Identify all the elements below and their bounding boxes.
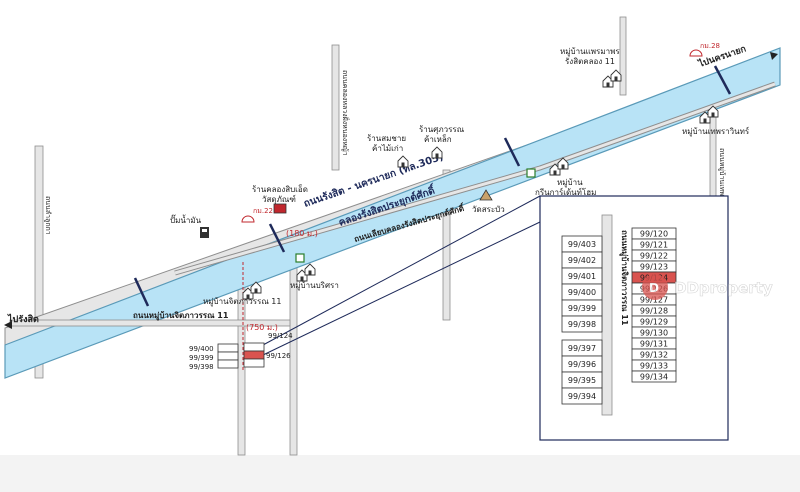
inset-plot-left-5-box	[561, 315, 603, 333]
inset-plot-left-5-label: 99/398	[568, 320, 596, 329]
svg-text:กรีนการ์เด้นท์โฮม: กรีนการ์เด้นท์โฮม	[535, 187, 596, 197]
svg-text:หมู่บ้านจิตภาวรรณ 11: หมู่บ้านจิตภาวรรณ 11	[203, 297, 281, 307]
place-wood-shop: ร้านสมชาย ค้าไม้เก่า	[367, 134, 409, 168]
inset-plot-left-7-label: 99/396	[568, 360, 596, 369]
distance-180: (180 ม.)	[286, 229, 318, 238]
inset-plot-right-13-box	[631, 370, 677, 383]
inset-plot-right-2-label: 99/122	[640, 252, 668, 261]
place-steel-shop: ร้านศุภวรรณ ค้าเหล็ก	[419, 125, 465, 159]
inset-plot-right-8-label: 99/129	[640, 318, 668, 327]
place-hardware-shop: ร้านคลองสิบเอ็ด วัสดุภัณฑ์	[252, 184, 308, 214]
place-village-borisra: หมู่บ้านบริศรา	[290, 253, 339, 291]
left-road-label: ถนนลำลูกกา	[44, 196, 52, 235]
svg-text:D: D	[649, 281, 659, 295]
place-gas-station: ปั๊มน้ำมัน	[170, 214, 209, 238]
svg-text:99/126: 99/126	[266, 352, 291, 360]
watermark: D DDproperty	[642, 274, 773, 300]
svg-text:99/400: 99/400	[189, 345, 214, 353]
village-road-label: ถนนหมู่บ้านจิตภาวรรณ 11	[133, 310, 229, 321]
km-28: กม.28	[700, 42, 720, 50]
bottom-margin	[0, 455, 800, 492]
svg-text:รังสิตคลอง 11: รังสิตคลอง 11	[565, 57, 615, 66]
inset-plot-right-11-label: 99/132	[640, 351, 668, 360]
small-plot-diagram: 99/400 99/399 99/398 99/124 99/126	[189, 332, 293, 371]
km-22: กม.22	[253, 207, 273, 215]
temple-icon	[479, 189, 493, 201]
place-village-thep: หมู่บ้านเทพราวินทร์	[682, 106, 750, 137]
inset-plot-right-9-label: 99/130	[640, 329, 668, 338]
inset-plot-left-9-box	[561, 387, 603, 405]
house-icon	[431, 146, 443, 159]
inset-plot-left-4-label: 99/399	[568, 304, 596, 313]
inset-road-label: ถนนหมู่บ้านจิตภาวรรณ 11	[619, 230, 630, 326]
inset-plot-right-10-label: 99/131	[640, 340, 668, 349]
inset-plot-left-6-label: 99/397	[568, 344, 596, 353]
inset-plot-left-3-label: 99/400	[568, 288, 596, 297]
svg-text:ร้านคลองสิบเอ็ด: ร้านคลองสิบเอ็ด	[252, 184, 308, 194]
inset-plot-right-13-label: 99/134	[640, 373, 668, 382]
gas-pump-icon	[200, 227, 209, 238]
inset-plot-left-1-label: 99/402	[568, 256, 596, 265]
svg-text:หมู่บ้านบริศรา: หมู่บ้านบริศรา	[290, 281, 339, 291]
inset-left-column: 99/403 99/402 99/401 99/400 99/399 99/398 99/3…	[561, 235, 603, 405]
svg-text:ค้าเหล็ก: ค้าเหล็ก	[424, 134, 452, 144]
place-village-jit: หมู่บ้านจิตภาวรรณ 11	[203, 282, 281, 307]
right-road-label: ถนนหมู่บ้านเทพราวินทร์	[718, 148, 726, 221]
km-markers: กม.22 กม.28	[241, 42, 720, 223]
svg-text:วัสดุภัณฑ์: วัสดุภัณฑ์	[262, 194, 296, 204]
shop-icon	[273, 203, 287, 214]
inset-plot-right-6-label: 99/127	[640, 296, 668, 305]
svg-text:วัดสระบัว: วัดสระบัว	[472, 205, 505, 214]
distance-750: (750 ม.)	[246, 323, 278, 332]
inset-plot-right-0-label: 99/120	[640, 230, 668, 239]
svg-text:ค้าไม้เก่า: ค้าไม้เก่า	[372, 144, 403, 153]
inset-right-column: 99/12099/12199/12299/12399/12499/12699/1…	[631, 227, 677, 383]
watermark-text: DDproperty	[674, 279, 773, 297]
inset-plot-left-9-label: 99/394	[568, 392, 596, 401]
svg-text:99/399: 99/399	[189, 354, 214, 362]
to-rangsit-label: ไปรังสิต	[7, 313, 39, 325]
village-icon	[603, 70, 621, 87]
ddproperty-logo-icon	[642, 274, 668, 300]
svg-text:หมู่บ้าน: หมู่บ้าน	[557, 178, 583, 188]
seven-eleven-icon	[295, 253, 305, 263]
svg-text:ร้านศุภวรรณ: ร้านศุภวรรณ	[419, 125, 465, 134]
seven-eleven-icon	[526, 168, 536, 178]
bridges	[133, 65, 732, 307]
place-temple: วัดสระบัว	[472, 189, 505, 214]
inset-plot-right-3-label: 99/123	[640, 263, 668, 272]
svg-text:ปั๊มน้ำมัน: ปั๊มน้ำมัน	[170, 214, 202, 225]
inset-plot-detail: ถนนหมู่บ้านจิตภาวรรณ 11 99/40399/40299/4…	[539, 195, 729, 441]
inset-plot-left-0-label: 99/403	[568, 240, 596, 249]
inset-plot-left-2-label: 99/401	[568, 272, 596, 281]
house-icon	[397, 155, 409, 168]
svg-text:ร้านสมชาย: ร้านสมชาย	[367, 134, 406, 143]
svg-text:หมู่บ้านแพรมาพร: หมู่บ้านแพรมาพร	[560, 47, 620, 57]
mid-road-label: ถนนคลองหลวงฝั่งหนองหญ้า	[341, 70, 350, 156]
svg-text:หมู่บ้านเทพราวินทร์: หมู่บ้านเทพราวินทร์	[682, 126, 750, 137]
distance-markers: (750 ม.) (180 ม.)	[242, 229, 318, 372]
place-green-garden: หมู่บ้าน กรีนการ์เด้นท์โฮม	[526, 158, 596, 197]
place-village-phrapat: หมู่บ้านแพรมาพร รังสิตคลอง 11	[560, 47, 621, 87]
svg-text:99/398: 99/398	[189, 363, 214, 371]
pointer-lines	[262, 195, 541, 356]
inset-plot-left-8-label: 99/395	[568, 376, 596, 385]
inset-plot-right-7-label: 99/128	[640, 307, 668, 316]
target-plot-marker	[243, 350, 265, 360]
svg-text:99/124: 99/124	[268, 332, 293, 340]
inset-plot-right-12-label: 99/133	[640, 362, 668, 371]
inset-plot-right-1-label: 99/121	[640, 241, 668, 250]
